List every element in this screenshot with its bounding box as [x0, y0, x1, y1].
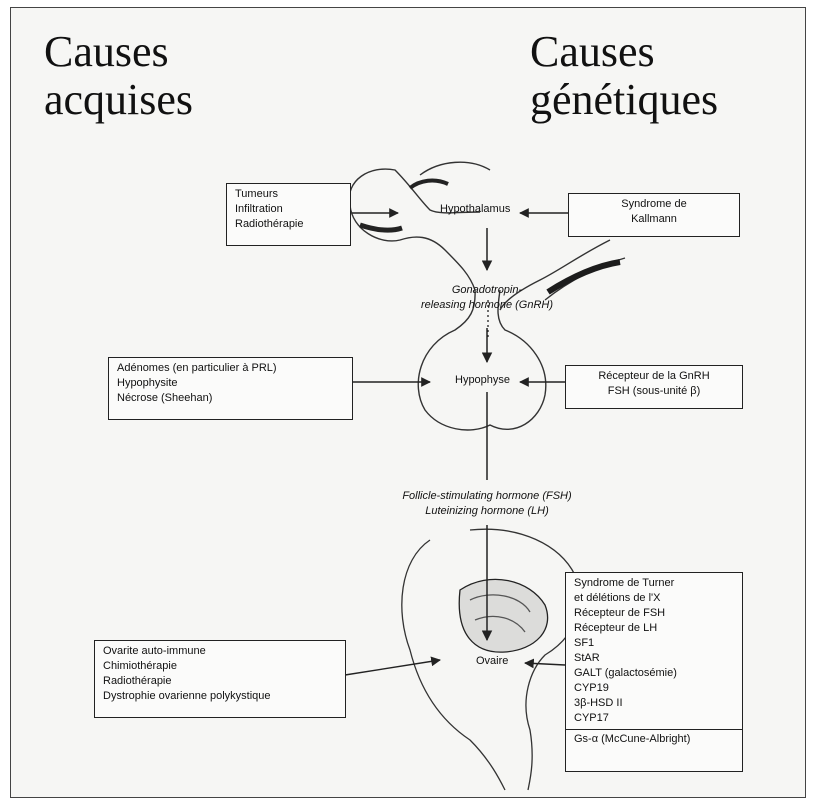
cause-item: et délétions de l'X — [574, 591, 734, 606]
acquired-causes-hypothalamus-box: Tumeurs Infiltration Radiothérapie — [226, 183, 351, 246]
hormone-gnrh-line-1: Gonadotropin- — [372, 283, 602, 298]
cause-item: Tumeurs — [235, 187, 342, 202]
organ-label-hypothalamus: Hypothalamus — [440, 203, 510, 215]
cause-item: Chimiothérapie — [103, 659, 337, 674]
cause-item: SF1 — [574, 636, 734, 651]
cause-item: Radiothérapie — [235, 217, 342, 232]
organ-label-ovary: Ovaire — [476, 655, 508, 667]
cause-item: FSH (sous-unité β) — [574, 384, 734, 399]
hormone-fsh-line: Follicle-stimulating hormone (FSH) — [352, 489, 622, 504]
genetic-causes-ovary-box: Syndrome de Turner et délétions de l'X R… — [565, 572, 743, 772]
hormone-label-fsh-lh: Follicle-stimulating hormone (FSH) Lutei… — [352, 489, 622, 519]
acquired-causes-ovary-box: Ovarite auto-immune Chimiothérapie Radio… — [94, 640, 346, 718]
hormone-label-gnrh: Gonadotropin- releasing hormone (GnRH) — [372, 283, 602, 313]
cause-item: Infiltration — [235, 202, 342, 217]
cause-item: Hypophysite — [117, 376, 344, 391]
cause-item: Syndrome de — [577, 197, 731, 212]
cause-item: Nécrose (Sheehan) — [117, 391, 344, 406]
organ-label-pituitary: Hypophyse — [455, 374, 510, 386]
acquired-causes-pituitary-box: Adénomes (en particulier à PRL) Hypophys… — [108, 357, 353, 420]
cause-item: StAR — [574, 651, 734, 666]
cause-item: 3β-HSD II — [574, 696, 734, 711]
cause-item: Adénomes (en particulier à PRL) — [117, 361, 344, 376]
genetic-causes-hypothalamus-box: Syndrome de Kallmann — [568, 193, 740, 237]
genetic-causes-pituitary-box: Récepteur de la GnRH FSH (sous-unité β) — [565, 365, 743, 409]
arrow-genetic-ovary — [525, 663, 565, 665]
cause-item: Dystrophie ovarienne polykystique — [103, 689, 337, 704]
cause-item: Ovarite auto-immune — [103, 644, 337, 659]
cause-item: CYP19 — [574, 681, 734, 696]
cause-item: Récepteur de LH — [574, 621, 734, 636]
arrow-acquired-ovary — [345, 660, 440, 675]
cause-item: Radiothérapie — [103, 674, 337, 689]
cause-item: Gs-α (McCune-Albright) — [574, 732, 734, 747]
cause-item: Récepteur de FSH — [574, 606, 734, 621]
hormone-gnrh-line-2: releasing hormone (GnRH) — [372, 298, 602, 313]
cause-item: Syndrome de Turner — [574, 576, 734, 591]
cause-item: Kallmann — [577, 212, 731, 227]
cause-item: Récepteur de la GnRH — [574, 369, 734, 384]
cause-item: GALT (galactosémie) — [574, 666, 734, 681]
genetic-causes-ovary-extra: Gs-α (McCune-Albright) — [566, 729, 742, 747]
cause-item: CYP17 — [574, 711, 734, 726]
hormone-lh-line: Luteinizing hormone (LH) — [352, 504, 622, 519]
